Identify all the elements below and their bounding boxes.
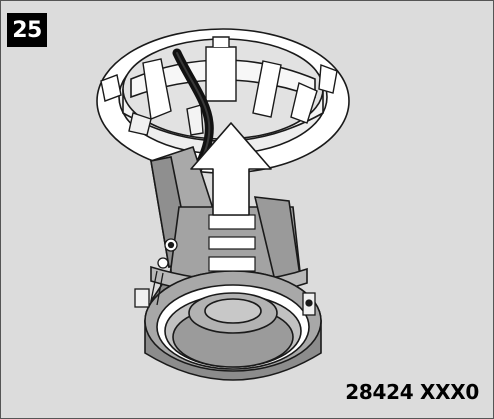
direction-arrow-up-icon (190, 122, 272, 216)
product-code-label: 28424 XXX0 (345, 380, 479, 404)
housing-hardware (134, 238, 316, 316)
step-number-badge: 25 (7, 13, 47, 47)
body-highlight (208, 214, 256, 272)
ring-clips (100, 36, 338, 136)
downlight-body (144, 145, 322, 381)
